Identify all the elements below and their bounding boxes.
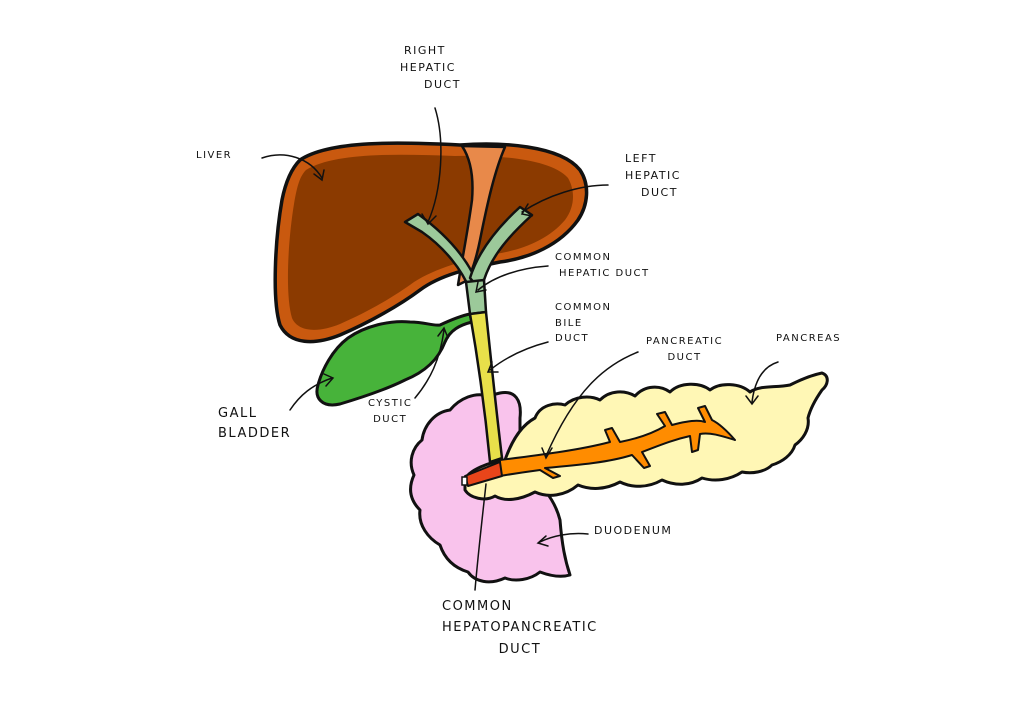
label-line: Left — [625, 152, 657, 165]
pancreatic-duct-shape — [499, 405, 736, 479]
pointer-common-bile-duct — [486, 341, 549, 373]
label-line: Duct — [424, 78, 461, 92]
label-line: Bile — [555, 317, 583, 329]
label-left-hepatic-duct: Left Hepatic Duct — [625, 150, 681, 201]
label-line: Hepatic — [625, 169, 681, 183]
label-cystic-duct: Cystic Duct — [368, 396, 412, 427]
label-line: Bladder — [218, 426, 292, 442]
ampulla-opening — [461, 476, 468, 486]
label-line: Gall — [218, 406, 258, 421]
label-line: Common — [555, 252, 612, 263]
label-common-hepatic-duct: Common Hepatic Duct — [555, 250, 650, 281]
label-liver: Liver — [196, 148, 232, 164]
label-line: Duct — [667, 351, 702, 363]
label-line: Duct — [641, 186, 678, 200]
pointer-cystic-duct — [414, 326, 449, 399]
label-gall-bladder: Gall Bladder — [218, 404, 291, 444]
label-line: Hepatic — [400, 61, 456, 75]
label-duodenum: Duodenum — [594, 522, 672, 539]
label-line: Duct — [498, 641, 542, 657]
pointer-left-hepatic-duct — [520, 184, 609, 217]
label-line: Duct — [555, 333, 590, 344]
liver-inner-shade — [287, 154, 574, 330]
label-line: Liver — [196, 150, 233, 161]
pointer-pancreatic-duct — [541, 351, 639, 460]
label-common-bile-duct: Common Bile Duct — [555, 300, 611, 347]
common-hepatic-duct-shape — [464, 278, 488, 316]
pointer-common-hepatic-duct — [475, 265, 549, 293]
pointer-duodenum — [536, 532, 589, 547]
label-line: Common — [442, 599, 513, 614]
pointer-gall-bladder — [289, 373, 335, 411]
label-pancreatic-duct: Pancreatic Duct — [646, 334, 723, 365]
label-common-hepatopancreatic-duct: Common Hepatopancreatic Duct — [442, 596, 598, 660]
label-line: Right — [404, 44, 446, 57]
label-line: Duodenum — [594, 524, 673, 537]
gall-bladder-shape — [315, 312, 474, 407]
pointer-lines — [261, 107, 779, 591]
label-line: Hepatopancreatic — [442, 620, 598, 636]
label-line: Hepatic Duct — [559, 267, 650, 279]
label-line: Duct — [373, 413, 408, 425]
pointer-hepatopancreatic-duct — [474, 483, 487, 591]
pointer-pancreas — [745, 361, 779, 406]
label-line: Pancreatic — [646, 336, 724, 347]
label-pancreas: Pancreas — [776, 331, 841, 347]
pointer-right-hepatic-duct — [421, 107, 442, 226]
label-right-hepatic-duct: Right Hepatic Duct — [400, 42, 461, 93]
pointer-liver — [261, 154, 325, 182]
common-bile-duct-shape — [468, 310, 504, 464]
label-line: Pancreas — [776, 333, 842, 344]
label-line: Common — [555, 302, 612, 313]
label-line: Cystic — [368, 398, 413, 409]
